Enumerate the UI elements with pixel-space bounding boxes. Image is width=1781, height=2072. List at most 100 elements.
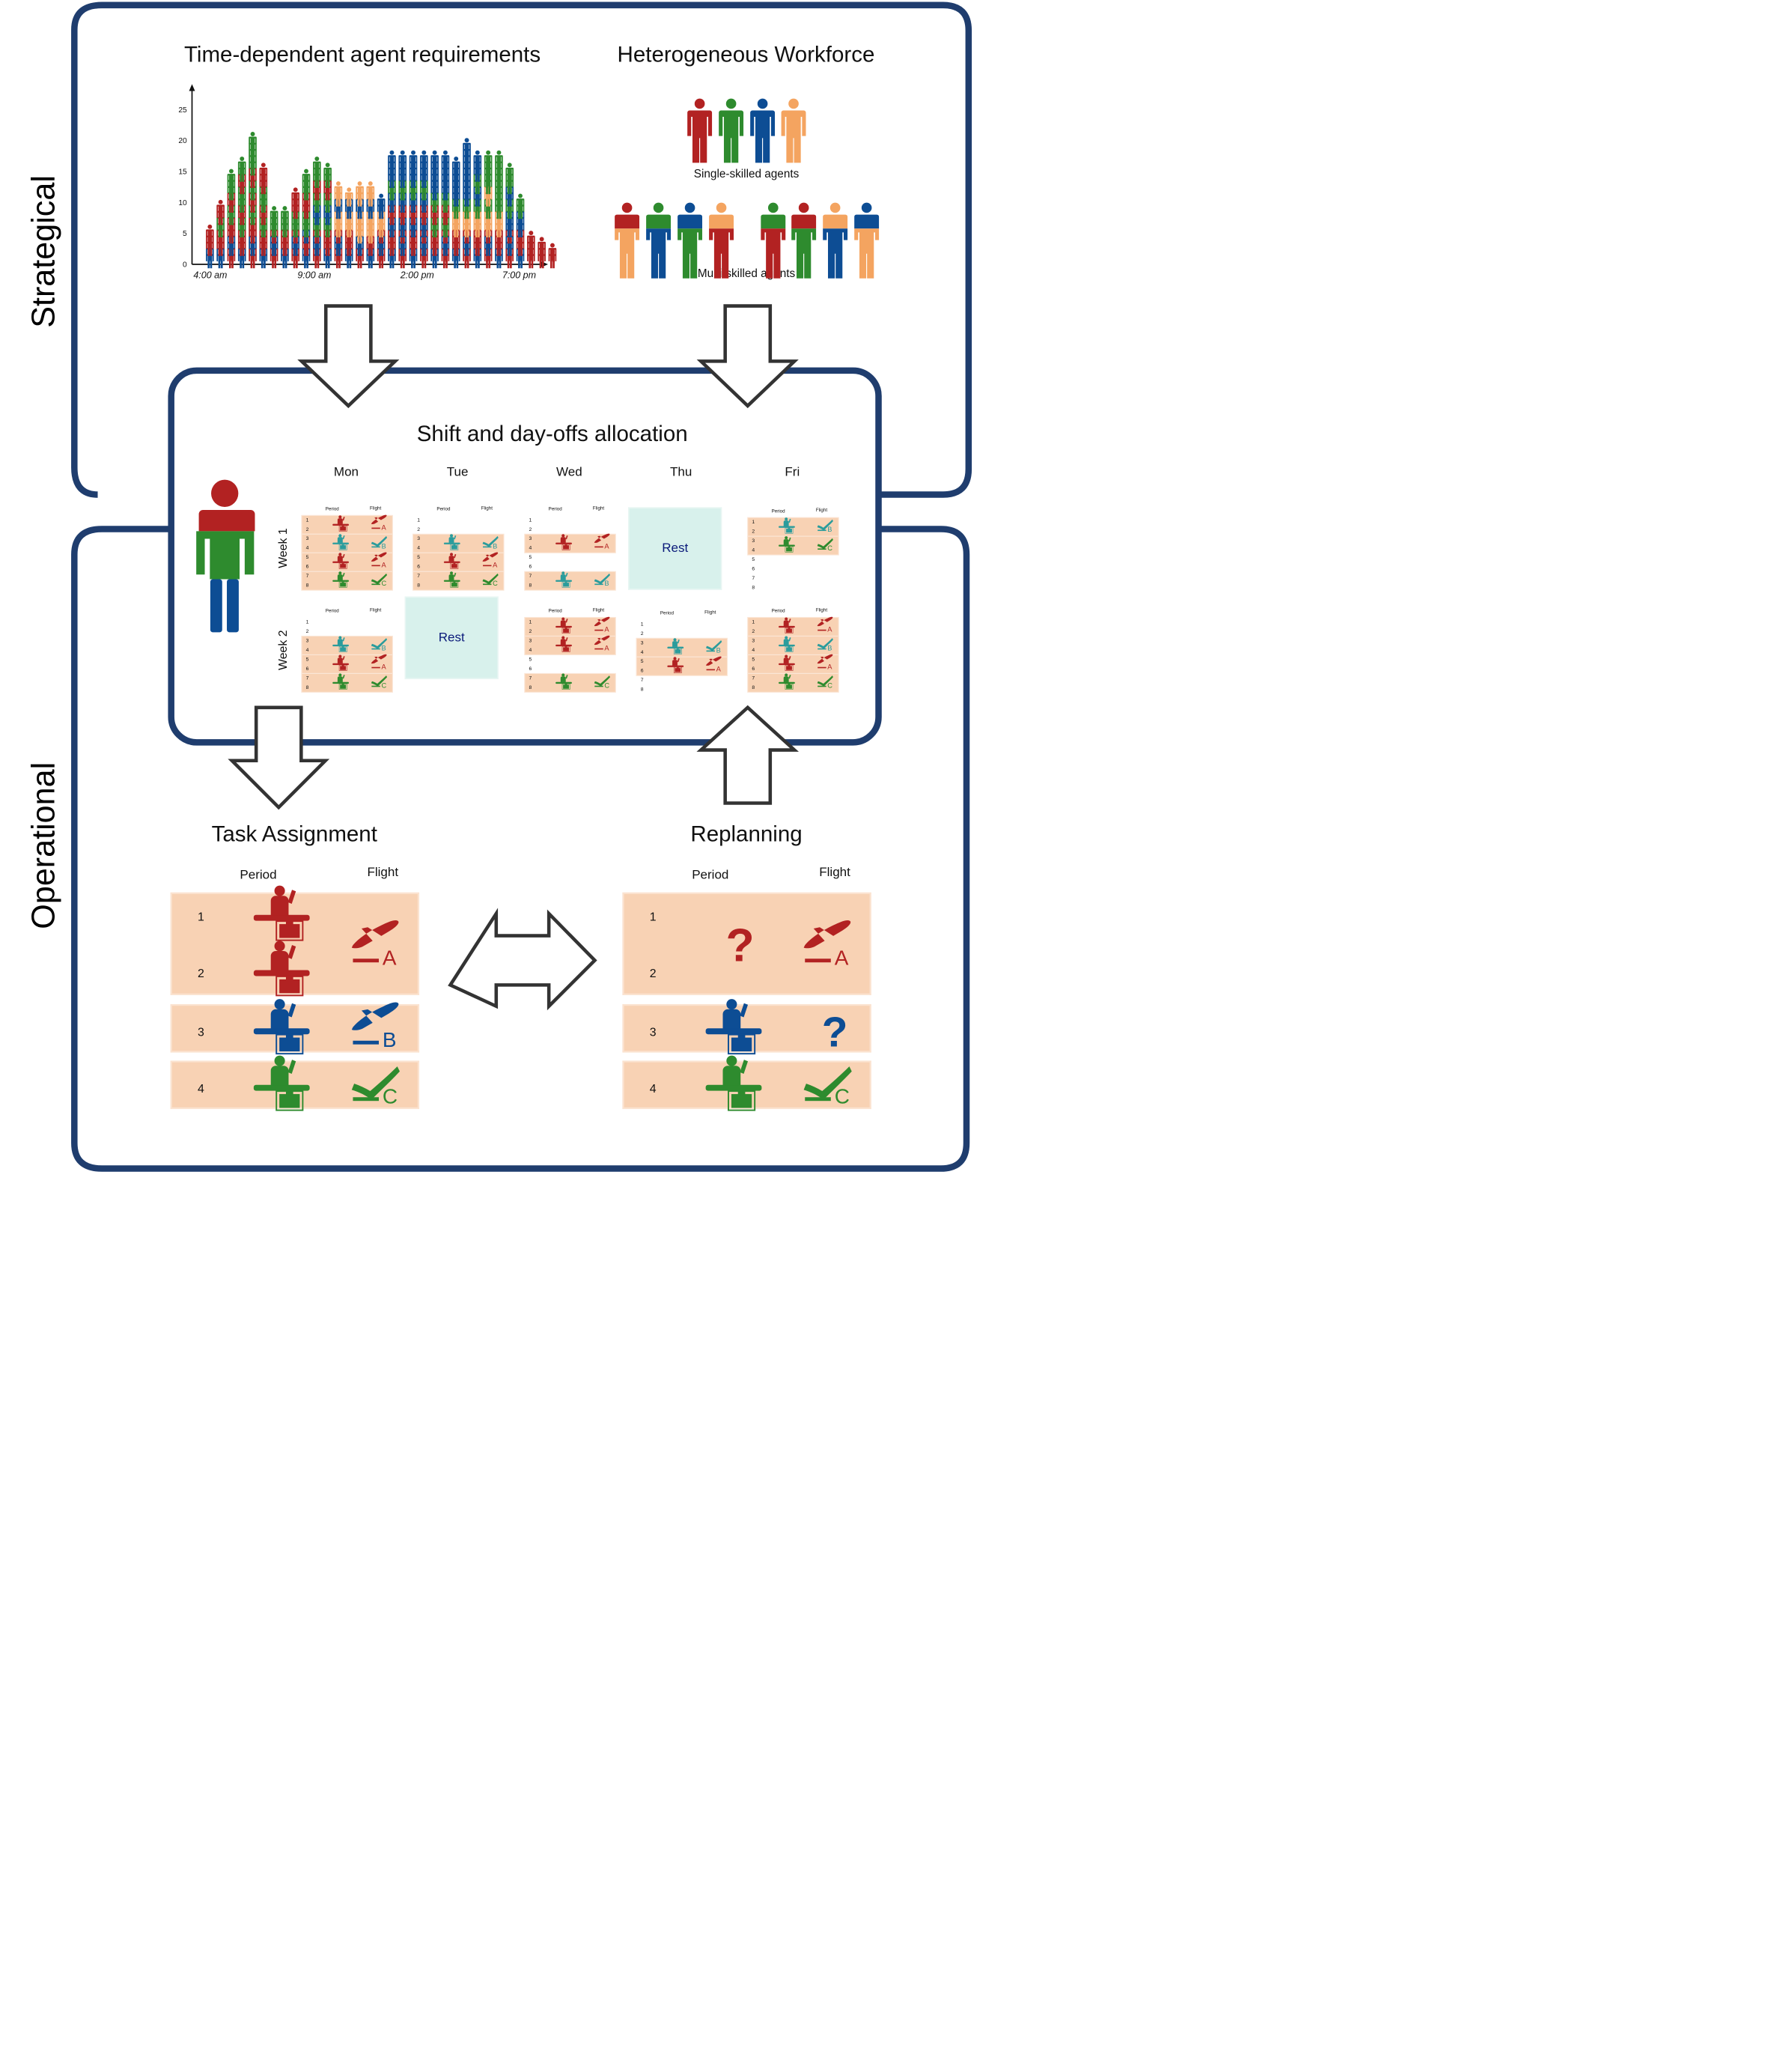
period-number: 8	[306, 583, 309, 589]
arrow-shift-to-task	[228, 705, 330, 810]
x-tick-label: 9:00 am	[297, 270, 331, 281]
flight-letter: C	[383, 1084, 398, 1108]
departure-check-icon: B	[594, 573, 610, 587]
departure-check-icon: C	[817, 538, 833, 552]
period-number: 1	[650, 911, 657, 924]
period-header: Period	[326, 507, 340, 512]
multi-skilled-agent	[678, 202, 703, 279]
flight-letter: B	[827, 644, 832, 651]
period-number: 4	[650, 1083, 657, 1096]
period-number: 3	[417, 536, 420, 541]
flight-letter: B	[827, 526, 832, 533]
period-header: Period	[772, 508, 786, 514]
flight-letter: A	[604, 626, 609, 634]
period-number: 7	[641, 678, 644, 683]
period-number: 6	[529, 666, 532, 672]
single-skilled-agent	[687, 98, 713, 163]
period-header: Period	[660, 611, 675, 616]
diagram: Strategical Operational Time-dependent a…	[0, 0, 1011, 1176]
arrow-workforce-to-shift	[696, 304, 799, 409]
period-number: 4	[752, 548, 755, 553]
single-skilled-agent	[719, 98, 744, 163]
day-schedule: Rest	[404, 596, 499, 680]
multi-skilled-agent	[791, 202, 817, 279]
period-number: 1	[306, 517, 309, 523]
period-number: 3	[198, 1026, 204, 1039]
period-number: 3	[529, 536, 532, 541]
departure-check-icon: C	[803, 1066, 852, 1108]
flight-letter: A	[381, 561, 386, 568]
period-number: 4	[306, 546, 309, 551]
replanning-title: Replanning	[690, 822, 802, 847]
period-number: 7	[752, 576, 755, 581]
departing-flight-icon: A	[594, 635, 610, 651]
shift-allocation-title: Shift and day-offs allocation	[417, 422, 688, 446]
rest-day-block	[404, 596, 499, 680]
assignment-row: 12?A	[622, 892, 871, 996]
unassigned-question-mark: ?	[822, 1009, 848, 1057]
flight-header: Flight	[370, 505, 382, 511]
day-schedule: Rest	[627, 507, 722, 590]
departing-flight-icon: A	[594, 616, 610, 634]
period-number: 8	[306, 685, 309, 690]
departure-check-icon: B	[817, 638, 833, 651]
period-number: 2	[641, 631, 644, 637]
period-number: 6	[752, 567, 755, 572]
flight-letter: C	[604, 681, 609, 689]
flight-letter: C	[493, 580, 498, 587]
y-tick-label: 15	[178, 168, 187, 177]
period-header: Period	[772, 609, 786, 614]
multi-skilled-agent	[761, 202, 786, 279]
strategical-frame	[71, 1, 972, 498]
week-label: Week 1	[277, 528, 290, 568]
flight-letter: A	[604, 542, 609, 550]
flight-header: Flight	[367, 865, 398, 879]
departing-flight-icon: A	[351, 920, 399, 969]
period-number: 6	[641, 669, 644, 674]
unassigned-question-mark: ?	[725, 920, 754, 972]
departing-flight-icon: A	[371, 514, 387, 531]
flight-letter: A	[827, 626, 832, 634]
y-tick-label: 5	[183, 230, 187, 238]
period-number: 5	[306, 657, 309, 662]
departure-check-icon: B	[371, 535, 388, 550]
period-number: 4	[306, 648, 309, 653]
day-header: Thu	[670, 465, 692, 479]
period-number: 6	[306, 565, 309, 570]
period-number: 5	[752, 557, 755, 562]
flight-letter: A	[835, 946, 849, 969]
period-header: Period	[549, 609, 563, 614]
rest-day-block	[627, 507, 722, 590]
departure-check-icon: C	[371, 573, 388, 587]
departure-check-icon: C	[817, 675, 833, 689]
flight-header: Flight	[593, 505, 605, 511]
departing-flight-icon: A	[803, 920, 851, 969]
period-number: 3	[650, 1026, 657, 1039]
period-header: Period	[549, 507, 563, 512]
period-number: 1	[641, 622, 644, 627]
y-tick-label: 10	[178, 199, 187, 207]
flight-letter: C	[381, 580, 386, 587]
flight-letter: C	[827, 681, 832, 689]
departing-flight-icon: B	[351, 1002, 399, 1051]
task-block	[301, 672, 393, 693]
assignment-row-bg	[622, 892, 871, 996]
period-number: 8	[752, 586, 755, 591]
departure-check-icon: C	[482, 573, 499, 587]
departure-check-icon: C	[371, 675, 388, 689]
task-assignment-title: Task Assignment	[212, 822, 377, 847]
period-number: 7	[529, 574, 532, 579]
flight-letter: A	[827, 663, 832, 670]
flight-letter: A	[716, 665, 722, 672]
flight-letter: A	[493, 561, 498, 568]
flight-letter: B	[381, 542, 386, 550]
period-number: 2	[529, 527, 532, 532]
strategical-label: Strategical	[26, 175, 62, 328]
